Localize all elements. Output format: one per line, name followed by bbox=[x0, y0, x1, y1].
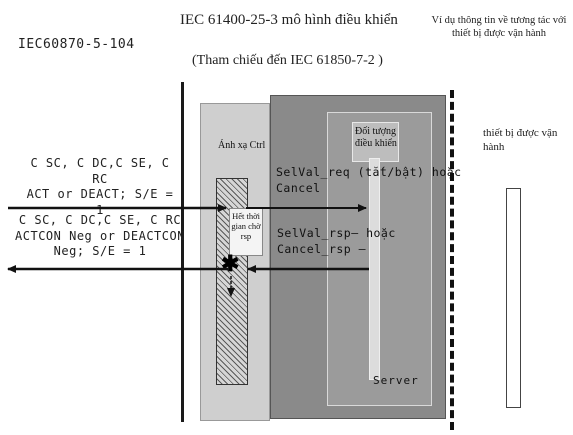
operated-device-bar bbox=[506, 188, 521, 408]
selval-req-label: SelVal_req (tắt/bật) hoặc Cancel bbox=[276, 165, 462, 196]
actcon-line-2: ACTCON Neg or DEACTCON bbox=[15, 228, 185, 243]
device-label: thiết bị được vận hành bbox=[483, 127, 558, 153]
title-line-1: IEC 61400-25-3 mô hình điều khiển bbox=[180, 12, 398, 28]
selrsp-line-1: SelVal_rsp– hoặc bbox=[277, 226, 396, 240]
selval-rsp-label: SelVal_rsp– hoặc Cancel_rsp – bbox=[277, 226, 396, 257]
selrsp-line-2: Cancel_rsp – bbox=[277, 241, 367, 256]
actcon-message-label: C SC, C DC,C SE, C RC ACTCON Neg or DEAC… bbox=[15, 213, 185, 260]
actcon-line-3: Neg; S/E = 1 bbox=[53, 244, 147, 259]
selreq-line-1: SelVal_req (tắt/bật) hoặc bbox=[276, 165, 462, 179]
ctrl-mapping-label: Ánh xạ Ctrl bbox=[218, 140, 266, 151]
middle-separator-line bbox=[181, 82, 184, 422]
left-standard-label: IEC60870-5-104 bbox=[18, 37, 135, 52]
title-line-2: (Tham chiếu đến IEC 61850-7-2 ) bbox=[192, 53, 383, 68]
timeout-cross-icon: ✱ bbox=[221, 251, 240, 277]
act-message-label: C SC, C DC,C SE, C RC ACT or DEACT; S/E … bbox=[20, 156, 180, 218]
dashed-separator-line bbox=[450, 90, 454, 430]
right-note: Ví dụ thông tin về tương tác với thiết b… bbox=[431, 15, 567, 40]
act-line-1: C SC, C DC,C SE, C RC bbox=[30, 156, 170, 186]
control-object-box bbox=[352, 122, 399, 162]
server-label: Server bbox=[373, 374, 419, 387]
server-lifeline-bar bbox=[369, 158, 380, 380]
selreq-line-2: Cancel bbox=[276, 180, 321, 195]
control-object-label: Đối tượng điều khiển bbox=[355, 126, 397, 149]
timeout-box bbox=[229, 208, 263, 256]
actcon-line-1: C SC, C DC,C SE, C RC bbox=[18, 213, 182, 227]
timeout-label: Hết thời gian chờ rsp bbox=[231, 211, 261, 242]
act-line-2: ACT or DEACT; S/E = 1 bbox=[26, 187, 174, 217]
